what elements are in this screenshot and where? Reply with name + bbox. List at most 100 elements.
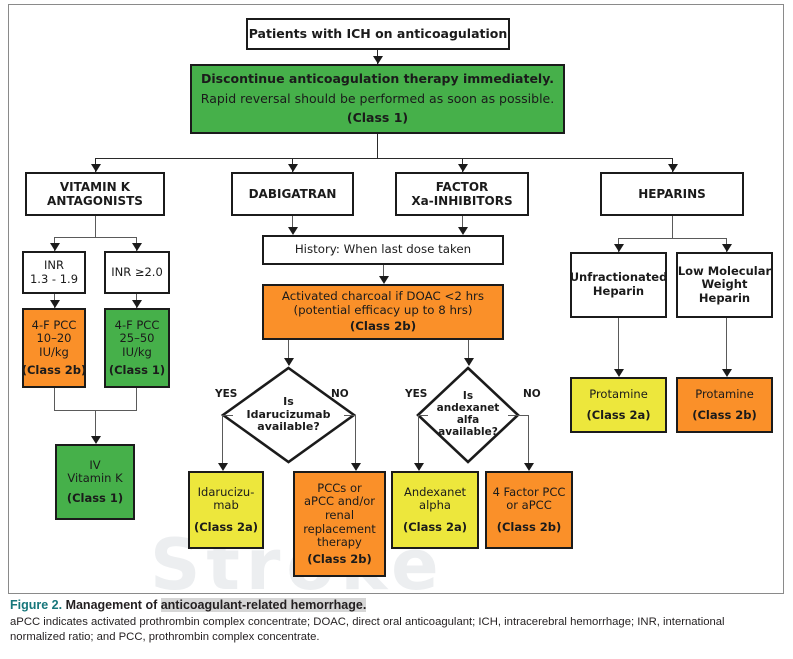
node-discontinue: Discontinue anticoagulation therapy imme… (190, 64, 565, 134)
edge-label-andexanet-yes: YES (405, 388, 428, 400)
node-root-line1: Patients with ICH on anticoagulation (248, 25, 508, 41)
node-charcoal-line2: (potential efficacy up to 8 hrs) (293, 303, 473, 318)
node-charcoal-line1: Activated charcoal if DOAC <2 hrs (281, 289, 485, 304)
node-branch-heparins-line1: HEPARINS (638, 186, 706, 201)
connector-heparins-stem (672, 216, 673, 238)
node-branch-fxa-line2: Xa-INHIBITORS (411, 194, 513, 208)
node-pccs-renal-line4: replacement (303, 521, 376, 536)
caption-title-plain: Management of (62, 598, 161, 612)
node-pcc-high-line2: 25–50 (119, 331, 155, 346)
node-discontinue-line1: Discontinue anticoagulation therapy imme… (201, 70, 554, 86)
node-pccs-renal-line1: PCCs or (317, 480, 362, 495)
node-lmwh-line3: Heparin (698, 290, 751, 305)
arrow-inr-high-to-pcc-high (132, 300, 142, 308)
node-idarucizumab-line1: Idarucizu- (197, 484, 255, 499)
arrow-andexanet-yes (414, 463, 424, 471)
connector-heparins-split (618, 238, 726, 239)
node-branch-factor-xa-inhibitors: FACTOR Xa-INHIBITORS (395, 172, 529, 216)
node-pccs-renal-line6: (Class 2b) (307, 551, 372, 566)
connector-fxa-to-history (462, 216, 463, 233)
node-charcoal-line3: (Class 2b) (349, 318, 417, 333)
node-unfractionated-heparin: Unfractionated Heparin (570, 252, 667, 318)
node-four-factor-pcc-or-apcc: 4 Factor PCC or aPCC (Class 2b) (485, 471, 573, 549)
node-iv-vitamin-k-line3: (Class 1) (66, 490, 124, 505)
connector-idarucizumab-yes-h (222, 415, 233, 416)
node-four-factor-line3: (Class 2b) (496, 519, 562, 534)
connector-charcoal-to-diamond-idarucizumab (288, 340, 289, 365)
connector-vka-split (54, 237, 136, 238)
node-protamine-class-2b: Protamine (Class 2b) (676, 377, 773, 433)
node-ufh-line2: Heparin (592, 284, 645, 298)
node-andexanet-line2: alpha (419, 498, 451, 513)
node-pccs-renal-line2: aPCC and/or (304, 494, 375, 509)
node-diamond-andexanet-line4: available? (438, 425, 498, 438)
arrow-heparins-to-lmwh (722, 244, 732, 252)
node-root: Patients with ICH on anticoagulation (246, 18, 510, 50)
node-iv-vitamin-k-line2: Vitamin K (67, 471, 123, 486)
arrow-charcoal-to-diamond-andexanet (464, 358, 474, 366)
node-discontinue-line2: Rapid reversal should be performed as so… (200, 90, 555, 106)
connector-andexanet-no-h (508, 415, 528, 416)
node-inr-low-line1: INR (44, 257, 64, 272)
arrow-dabigatran-to-history (288, 227, 298, 235)
node-andexanet-alpha: Andexanet alpha (Class 2a) (391, 471, 479, 549)
node-four-factor-line1: 4 Factor PCC (492, 484, 566, 499)
node-andexanet-line1: Andexanet (403, 484, 467, 499)
node-branch-vitamin-k-antagonists: VITAMIN K ANTAGONISTS (25, 172, 165, 216)
edge-label-idarucizumab-no: NO (331, 388, 349, 400)
node-pccs-renal-line3: renal (324, 507, 355, 522)
arrow-charcoal-to-diamond-idarucizumab (284, 358, 294, 366)
node-diamond-idarucizumab-line2: Idarucizumab (246, 407, 331, 421)
node-idarucizumab-line2: mab (213, 498, 239, 513)
node-low-molecular-weight-heparin: Low Molecular Weight Heparin (676, 252, 773, 318)
arrow-lmwh-to-protamine-b (722, 369, 732, 377)
connector-history-to-charcoal (383, 265, 384, 282)
node-history-line1: History: When last dose taken (294, 242, 472, 257)
arrow-root-to-discontinue (373, 56, 383, 64)
node-lmwh-line1: Low Molecular (677, 263, 772, 278)
node-diamond-idarucizumab: Is Idarucizumab available? (221, 366, 356, 464)
node-protamine-a-line2: (Class 2a) (586, 407, 651, 422)
arrow-inr-low-to-pcc-low (50, 300, 60, 308)
arrow-bus-to-fxa (458, 164, 468, 172)
arrow-idarucizumab-yes (218, 463, 228, 471)
caption-title-highlighted: anticoagulant-related hemorrhage. (160, 598, 367, 612)
edge-label-idarucizumab-yes: YES (215, 388, 238, 400)
connector-andexanet-yes-v (418, 415, 419, 469)
connector-vka-stem (95, 216, 96, 237)
node-pcc-high-line4: (Class 1) (108, 362, 166, 377)
connector-dabigatran-to-history (292, 216, 293, 233)
node-branch-dabigatran-line1: DABIGATRAN (248, 186, 337, 201)
connector-merge-to-ivk (95, 410, 96, 436)
arrow-vka-to-inr-low (50, 243, 60, 251)
node-pcc-low-line4: (Class 2b) (21, 362, 87, 377)
node-branch-vka-line2: ANTAGONISTS (47, 194, 143, 208)
node-iv-vitamin-k: IV Vitamin K (Class 1) (55, 444, 135, 520)
node-diamond-andexanet-line2: andexanet (436, 402, 500, 415)
node-diamond-andexanet-line3: alfa (456, 414, 480, 426)
node-discontinue-line3: (Class 1) (346, 110, 409, 126)
node-pcc-high-line3: IU/kg (122, 345, 152, 359)
node-inr-low: INR 1.3 - 1.9 (22, 251, 86, 294)
caption-figure-number: Figure 2. (10, 598, 63, 612)
node-pcc-high-dose: 4-F PCC 25–50 IU/kg (Class 1) (104, 308, 170, 388)
connector-charcoal-to-diamond-andexanet (468, 340, 469, 365)
connector-branch-bus (95, 158, 673, 159)
node-pcc-low-line2: 10–20 (36, 331, 72, 346)
node-lmwh-line2: Weight (701, 277, 748, 292)
connector-pcc-high-down (136, 388, 137, 410)
connector-andexanet-yes-h (418, 415, 428, 416)
node-protamine-class-2a: Protamine (Class 2a) (570, 377, 667, 433)
edge-label-andexanet-no: NO (523, 388, 541, 400)
arrow-heparins-to-ufh (614, 244, 624, 252)
connector-idarucizumab-no-v (355, 415, 356, 469)
arrow-ufh-to-protamine-a (614, 369, 624, 377)
arrow-vka-to-inr-high (132, 243, 142, 251)
connector-discontinue-stem (377, 134, 378, 158)
arrow-idarucizumab-no (351, 463, 361, 471)
connector-andexanet-no-v (528, 415, 529, 469)
node-pcc-low-line1: 4-F PCC (31, 317, 77, 332)
node-history-last-dose: History: When last dose taken (262, 235, 504, 265)
node-diamond-idarucizumab-line3: available? (257, 420, 320, 434)
node-four-factor-line2: or aPCC (506, 498, 552, 513)
